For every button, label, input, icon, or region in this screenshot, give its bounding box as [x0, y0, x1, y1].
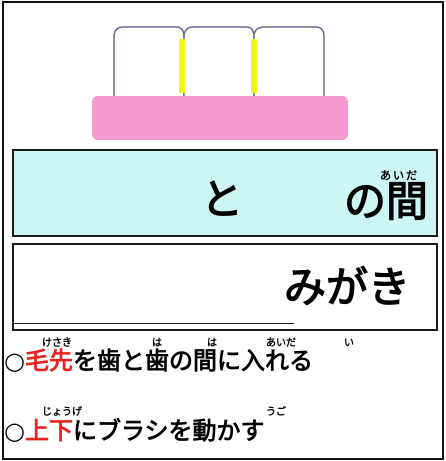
title-ruby: あいだ: [380, 169, 419, 182]
step-1-ruby-4: あいだ: [266, 338, 296, 349]
step-2-rest: にブラシを動かす: [72, 417, 265, 445]
step-2-highlight: 上下: [24, 417, 73, 445]
step-1-highlight: 毛先: [24, 347, 73, 375]
tooth-right: [253, 26, 325, 96]
tooth-left: [113, 26, 185, 96]
subtitle-word: みがき: [284, 263, 411, 312]
floss-mark-right: [251, 39, 257, 93]
divider-line: [12, 323, 294, 324]
step-2-ruby: じょうげ うご: [4, 403, 442, 418]
gum: [92, 96, 348, 140]
step-2-text: ○上下にブラシを動かす: [4, 419, 264, 443]
title-right-word: の間: [344, 177, 429, 226]
title-left-word: と: [201, 175, 244, 224]
tooth-center: [183, 26, 255, 96]
step-1-ruby-2: は: [152, 338, 162, 349]
title-band: と あいだ の間: [12, 149, 438, 237]
step-1-marker: ○: [4, 347, 25, 375]
floss-mark-left: [179, 39, 185, 93]
teeth-illustration: [92, 26, 348, 140]
step-2-ruby-1: じょうげ: [42, 407, 82, 418]
step-1-text: ○毛先を歯と歯の間に入れる: [4, 349, 313, 373]
step-1-ruby: けさき は は あいだ い: [4, 334, 442, 349]
step-2-marker: ○: [4, 417, 25, 445]
step-1-ruby-1: けさき: [42, 338, 72, 349]
subtitle-band: みがき: [12, 243, 438, 331]
step-2-ruby-2: うご: [266, 407, 286, 418]
step-1-ruby-5: い: [344, 338, 354, 349]
step-1-rest: を歯と歯の間に入れる: [72, 347, 313, 375]
step-1-ruby-3: は: [207, 338, 217, 349]
